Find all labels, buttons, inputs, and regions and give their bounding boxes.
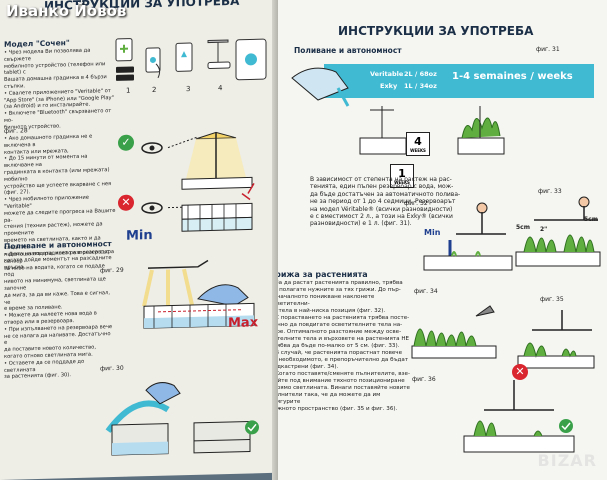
step-number-4: 4: [218, 84, 223, 92]
max-label-left: Max: [228, 315, 259, 332]
fig35-label: фиг. 35: [540, 296, 564, 303]
fig28-label: фиг. 28: [4, 127, 28, 135]
steps-text: • Чрез модела Ви позволява да свържете м…: [4, 47, 114, 131]
poliv-text-left: • Домашната градинка разполага със сензо…: [4, 249, 113, 381]
fig36-label: фиг. 36: [412, 376, 436, 383]
bizar-logo: BIZAR: [537, 451, 597, 470]
fig33-label: фиг. 33: [538, 188, 562, 195]
step-number-1: 1: [126, 87, 130, 95]
section-care: Грижа за растенията: [278, 270, 368, 279]
watermark-name: Иванко Йовов: [6, 2, 127, 20]
distance-5cm-1: 5cm: [516, 224, 530, 231]
fig28-illustration: [141, 131, 255, 232]
banner-model1: Veritable: [370, 70, 404, 78]
fig33-illustration: [515, 196, 601, 267]
calendar-icon-4-weeks: 4 WEEKS: [406, 132, 430, 156]
fig34-illustration: [411, 305, 497, 359]
calendar-4-number: 4: [414, 135, 422, 148]
distance-2in: 2": [540, 226, 548, 233]
cross-icon: ✕: [118, 194, 134, 211]
cross-icon-right: ✕: [512, 364, 528, 380]
banner-model1-capacity: 2L / 68oz: [404, 70, 437, 78]
section-poliv-right: Поливане и автономност: [294, 46, 402, 55]
fig32-illustration: [423, 202, 513, 271]
fig29-label: фиг. 29: [100, 266, 124, 275]
check-icon: ✓: [118, 134, 134, 151]
distance-5cm-2: 5cm: [584, 216, 598, 223]
fig31-illustration: [291, 67, 505, 155]
autonomy-banner: [324, 64, 594, 98]
step-number-3: 3: [186, 85, 190, 93]
banner-weeks: 1-4 semaines / weeks: [452, 71, 573, 82]
banner-model2-capacity: 1L / 34oz: [404, 82, 437, 90]
right-page-title: ИНСТРУКЦИИ ЗА УПОТРЕБА: [338, 24, 534, 38]
min-label-left: Min: [126, 228, 153, 244]
min-label-right: Min: [424, 228, 441, 237]
calendar-4-label: WEEKS: [410, 148, 426, 153]
poliv-text-right: В зависимост от степента на растеж на ра…: [310, 176, 461, 228]
calendar-icon-1-week: 1 WEEKS: [390, 164, 414, 188]
right-page: ИНСТРУКЦИИ ЗА УПОТРЕБА Поливане и автоно…: [278, 0, 607, 480]
step-number-2: 2: [152, 86, 156, 94]
fig29-illustration: [142, 259, 255, 329]
fig31-label: фиг. 31: [536, 46, 560, 53]
fig35-illustration: [517, 310, 595, 369]
calendar-1-label: WEEKS: [394, 180, 410, 185]
banner-model2: Exky: [380, 82, 398, 90]
left-page: ИНСТРУКЦИИ ЗА УПОТРЕБА Модел "Сочен" • Ч…: [0, 0, 290, 480]
fig30-illustration: [105, 382, 259, 456]
fig32-label: фиг. 32: [404, 200, 428, 207]
model-heading: Модел "Сочен": [4, 38, 70, 49]
calendar-1-number: 1: [398, 167, 406, 180]
care-text: • За да растат растенията правилно, тряб…: [278, 280, 410, 412]
app-steps-illustration: 1 2 3 4: [115, 38, 267, 95]
fig34-label: фиг. 34: [414, 288, 438, 295]
fig36-illustration: [463, 380, 575, 453]
